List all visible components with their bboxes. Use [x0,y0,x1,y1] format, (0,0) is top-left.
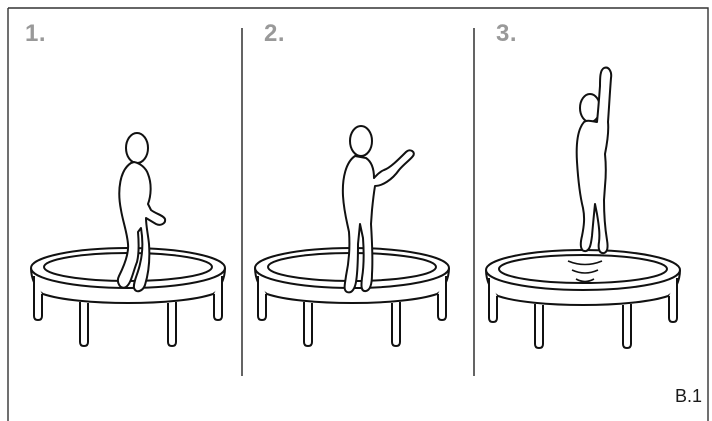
panel-3 [486,68,680,348]
step-number-3: 3. [496,20,517,48]
figure-jumping [577,68,612,254]
panel-1 [31,133,225,346]
figure-label: B.1 [675,386,702,407]
step-number-2: 2. [264,20,285,48]
step-number-1: 1. [25,20,46,48]
panel-2 [255,126,449,346]
